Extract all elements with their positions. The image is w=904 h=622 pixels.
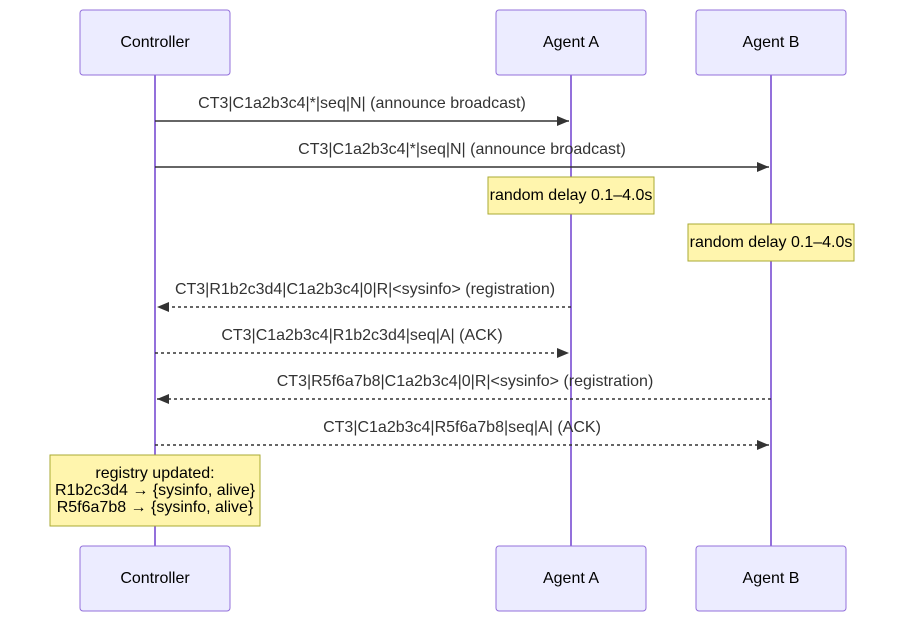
message-label: CT3|C1a2b3c4|R1b2c3d4|seq|A| (ACK)	[221, 327, 502, 344]
actor-controller-top: Controller	[79, 9, 231, 76]
actor-label: Controller	[120, 570, 190, 587]
message-label: CT3|C1a2b3c4|*|seq|N| (announce broadcas…	[198, 95, 526, 112]
actor-label: Agent A	[543, 570, 599, 587]
message-registration-agent-b: CT3|R5f6a7b8|C1a2b3c4|0|R|<sysinfo> (reg…	[157, 373, 771, 404]
actor-agent-b-top: Agent B	[695, 9, 847, 76]
actor-controller-bottom: Controller	[79, 545, 231, 612]
message-announce-agent-b: CT3|C1a2b3c4|*|seq|N| (announce broadcas…	[155, 141, 769, 172]
actor-label: Agent A	[543, 34, 599, 51]
note-text: random delay 0.1–4.0s	[490, 187, 653, 204]
note-text: R5f6a7b8 → {sysinfo, alive}	[57, 499, 254, 516]
message-label: CT3|R5f6a7b8|C1a2b3c4|0|R|<sysinfo> (reg…	[277, 373, 654, 390]
actor-label: Agent B	[743, 570, 800, 587]
message-announce-agent-a: CT3|C1a2b3c4|*|seq|N| (announce broadcas…	[155, 95, 569, 126]
actor-agent-b-bottom: Agent B	[695, 545, 847, 612]
actor-agent-a-top: Agent A	[495, 9, 647, 76]
message-label: CT3|C1a2b3c4|*|seq|N| (announce broadcas…	[298, 141, 626, 158]
note-delay-agent-a: random delay 0.1–4.0s	[487, 176, 655, 215]
note-text: random delay 0.1–4.0s	[690, 234, 853, 251]
actor-agent-a-bottom: Agent A	[495, 545, 647, 612]
message-registration-agent-a: CT3|R1b2c3d4|C1a2b3c4|0|R|<sysinfo> (reg…	[157, 281, 571, 312]
message-ack-agent-b: CT3|C1a2b3c4|R5f6a7b8|seq|A| (ACK)	[155, 419, 769, 450]
message-ack-agent-a: CT3|C1a2b3c4|R1b2c3d4|seq|A| (ACK)	[155, 327, 569, 358]
note-delay-agent-b: random delay 0.1–4.0s	[687, 223, 855, 262]
message-label: CT3|R1b2c3d4|C1a2b3c4|0|R|<sysinfo> (reg…	[175, 281, 555, 298]
note-registry-updated: registry updated: R1b2c3d4 → {sysinfo, a…	[49, 454, 261, 527]
actor-label: Agent B	[743, 34, 800, 51]
message-label: CT3|C1a2b3c4|R5f6a7b8|seq|A| (ACK)	[323, 419, 601, 436]
actor-label: Controller	[120, 34, 190, 51]
note-text: R1b2c3d4 → {sysinfo, alive}	[55, 482, 256, 499]
note-text: registry updated:	[95, 465, 214, 482]
